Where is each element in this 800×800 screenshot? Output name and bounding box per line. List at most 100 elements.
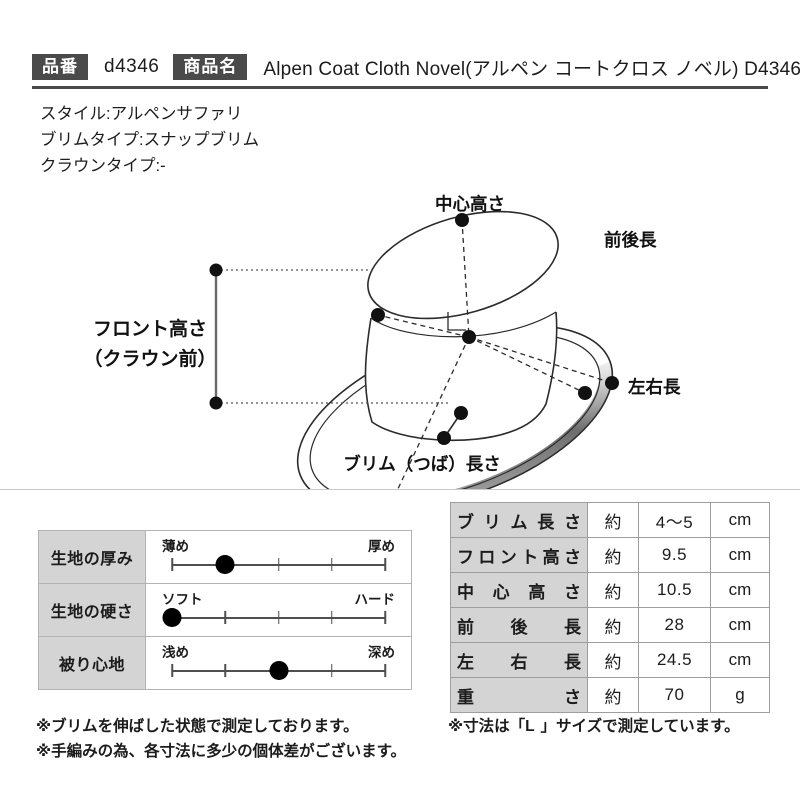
crown-top xyxy=(367,210,559,320)
product-code-value: d4346 xyxy=(104,56,160,77)
label-center-height: 中心高さ xyxy=(435,194,505,214)
hat-measurement-diagram: 中心高さ 前後長 左右長 ブリム（つば）長さ フロント高さ （クラウン前） xyxy=(0,150,800,490)
label-front-height-line1: フロント高さ xyxy=(93,317,207,340)
point-brim-inner xyxy=(454,406,468,420)
notes-left: ※ブリムを伸ばした状態で測定しております。 ※手編みの為、各寸法に多少の個体差が… xyxy=(36,714,436,764)
label-left-right: 左右長 xyxy=(628,377,681,397)
size-unit-front-back: cm xyxy=(710,607,770,643)
size-measurement-table: ブリム長さ 約 4〜5 cm フロント高さ 約 9.5 cm 中心高さ 約 10… xyxy=(450,502,770,713)
section-divider xyxy=(0,489,800,490)
scale-tick xyxy=(384,611,386,624)
spec-list: スタイル:アルペンサファリ ブリムタイプ:スナップブリム クラウンタイプ:- xyxy=(40,101,460,179)
front-height-dot-bottom xyxy=(209,396,223,410)
size-label-weight: 重さ xyxy=(450,677,588,713)
scale-endpoints-hardness: ソフト ハード xyxy=(162,588,395,608)
note-size-prefix: ※寸法は「 xyxy=(448,718,526,735)
table-row: 生地の硬さ ソフト ハード xyxy=(38,583,412,637)
scale-track-fit xyxy=(171,661,386,680)
size-approx-center-height: 約 xyxy=(587,572,639,608)
size-approx-brim: 約 xyxy=(587,502,639,538)
scale-tick xyxy=(277,611,280,624)
crown-body xyxy=(364,311,558,442)
table-row: 左右長 約 24.5 cm xyxy=(450,642,770,678)
size-label-front-height: フロント高さ xyxy=(450,537,588,573)
notes-right: ※寸法は「L」サイズで測定しています。 xyxy=(448,714,788,739)
label-front-back: 前後長 xyxy=(604,230,657,250)
note-handmade-variance: ※手編みの為、各寸法に多少の個体差がございます。 xyxy=(36,743,407,760)
product-name-value: Alpen Coat Cloth Novel(アルペン コートクロス ノベル) … xyxy=(263,58,800,80)
scale-left-label-hardness: ソフト xyxy=(162,592,203,607)
scale-tick xyxy=(277,558,280,571)
scale-hardness: ソフト ハード xyxy=(146,584,411,636)
size-approx-front-height: 約 xyxy=(587,537,639,573)
scale-thickness: 薄め 厚め xyxy=(146,531,411,583)
scale-right-label-thickness: 厚め xyxy=(368,539,395,554)
point-brim-outer xyxy=(437,431,451,445)
size-value-front-back: 28 xyxy=(638,607,711,643)
scale-value-dot xyxy=(215,555,235,574)
scale-tick xyxy=(224,611,226,624)
table-row: 重さ 約 70 g xyxy=(450,677,770,713)
scale-value-dot xyxy=(269,661,288,680)
feel-row-scale-hardness: ソフト ハード xyxy=(145,583,412,637)
scale-fit: 浅め 深め xyxy=(146,637,411,689)
size-unit-weight: g xyxy=(710,677,770,713)
size-value-brim: 4〜5 xyxy=(638,502,711,538)
scale-tick xyxy=(331,611,333,624)
scale-tick xyxy=(171,664,173,677)
scale-tick xyxy=(331,664,333,677)
scale-tick xyxy=(331,558,333,571)
product-header-row: 品番 d4346 商品名 Alpen Coat Cloth Novel(アルペン… xyxy=(32,50,800,84)
size-value-weight: 70 xyxy=(638,677,711,713)
scale-endpoints-fit: 浅め 深め xyxy=(162,641,395,661)
size-label-brim: ブリム長さ xyxy=(450,502,588,538)
scale-track-thickness xyxy=(171,555,386,574)
product-name-label: 商品名 xyxy=(173,54,248,80)
scale-tick xyxy=(384,664,386,677)
feel-row-label-fit: 被り心地 xyxy=(38,636,146,690)
table-row: 生地の厚み 薄め 厚め xyxy=(38,530,412,584)
scale-right-label-hardness: ハード xyxy=(354,592,396,607)
spec-line-crown-type: クラウンタイプ:- xyxy=(40,157,166,175)
label-brim-length: ブリム（つば）長さ xyxy=(343,454,501,474)
header-divider xyxy=(32,86,768,89)
feel-row-label-hardness: 生地の硬さ xyxy=(38,583,146,637)
scale-right-label-fit: 深め xyxy=(368,645,395,660)
scale-left-label-thickness: 薄め xyxy=(162,539,189,554)
size-approx-left-right: 約 xyxy=(587,642,639,678)
scale-value-dot xyxy=(162,608,182,627)
table-row: 中心高さ 約 10.5 cm xyxy=(450,572,770,608)
front-height-leaders xyxy=(216,269,450,404)
label-front-height-line2: （クラウン前） xyxy=(83,347,216,370)
scale-endpoints-thickness: 薄め 厚め xyxy=(162,535,395,555)
size-unit-center-height: cm xyxy=(710,572,770,608)
product-header: 品番 d4346 商品名 Alpen Coat Cloth Novel(アルペン… xyxy=(32,50,800,86)
point-left-right-far xyxy=(605,376,619,390)
scale-tick xyxy=(224,664,226,677)
scale-tick xyxy=(384,558,386,571)
size-label-center-height: 中心高さ xyxy=(450,572,588,608)
size-value-front-height: 9.5 xyxy=(638,537,711,573)
brim-shading xyxy=(387,361,612,490)
size-value-left-right: 24.5 xyxy=(638,642,711,678)
right-angle-marker xyxy=(447,312,466,331)
point-crown-center xyxy=(462,330,476,344)
spec-line-style: スタイル:アルペンサファリ xyxy=(40,105,243,123)
spec-line-brim-type: ブリムタイプ:スナップブリム xyxy=(40,131,260,149)
size-label-left-right: 左右長 xyxy=(450,642,588,678)
size-unit-brim: cm xyxy=(710,502,770,538)
size-approx-weight: 約 xyxy=(587,677,639,713)
size-unit-front-height: cm xyxy=(710,537,770,573)
feel-row-label-thickness: 生地の厚み xyxy=(38,530,146,584)
size-value-center-height: 10.5 xyxy=(638,572,711,608)
table-row: 被り心地 浅め 深め xyxy=(38,636,412,690)
note-brim-stretched: ※ブリムを伸ばした状態で測定しております。 xyxy=(36,718,359,735)
note-size-value: L xyxy=(525,718,541,735)
point-front-back xyxy=(578,386,592,400)
size-unit-left-right: cm xyxy=(710,642,770,678)
feel-chart-table: 生地の厚み 薄め 厚め 生地の硬さ ソフト ハード xyxy=(38,530,412,690)
note-measured-size: ※寸法は「L」サイズで測定しています。 xyxy=(448,714,788,739)
table-row: ブリム長さ 約 4〜5 cm xyxy=(450,502,770,538)
size-approx-front-back: 約 xyxy=(587,607,639,643)
measure-dashes xyxy=(377,219,613,490)
